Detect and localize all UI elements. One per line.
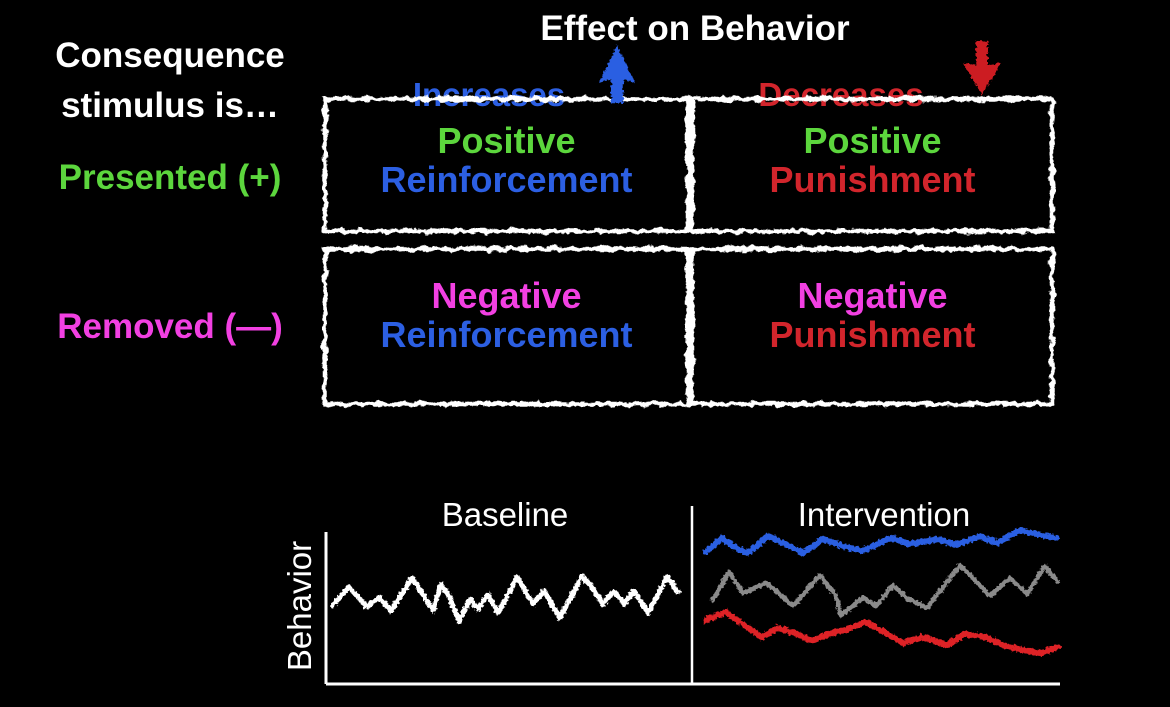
phase-label-baseline: Baseline bbox=[441, 496, 569, 533]
line-baseline-behavior bbox=[330, 573, 681, 624]
row-axis-title: Consequence stimulus is… bbox=[5, 31, 335, 131]
row-axis-title-line2: stimulus is… bbox=[61, 86, 279, 125]
cell-word: Positive bbox=[437, 120, 576, 161]
row-axis-title-line1: Consequence bbox=[55, 36, 285, 75]
cell-negative-reinforcement: Negative Reinforcement bbox=[325, 276, 688, 354]
cell-word: Negative bbox=[797, 275, 948, 316]
cell-word: Reinforcement bbox=[380, 159, 633, 200]
col-header-decreases: Decreases bbox=[758, 76, 924, 113]
cell-positive-reinforcement: Positive Reinforcement bbox=[325, 121, 688, 199]
down-arrow-icon bbox=[963, 41, 1001, 95]
cell-negative-punishment: Negative Punishment bbox=[691, 276, 1054, 354]
cell-positive-punishment: Positive Punishment bbox=[691, 121, 1054, 199]
col-header-increases: Increases bbox=[412, 76, 566, 113]
page-title: Effect on Behavior bbox=[540, 9, 850, 48]
cell-word: Punishment bbox=[769, 314, 976, 355]
cell-word: Negative bbox=[431, 275, 582, 316]
cell-word: Reinforcement bbox=[380, 314, 633, 355]
cell-word: Positive bbox=[803, 120, 942, 161]
phase-label-intervention: Intervention bbox=[797, 496, 971, 533]
row-label-removed: Removed (—) bbox=[57, 307, 283, 346]
y-axis-label: Behavior bbox=[281, 540, 318, 672]
line-behavior-decreases bbox=[703, 609, 1061, 656]
line-behavior-unchanged bbox=[710, 562, 1061, 619]
row-label-presented: Presented (+) bbox=[58, 158, 282, 197]
cell-word: Punishment bbox=[769, 159, 976, 200]
